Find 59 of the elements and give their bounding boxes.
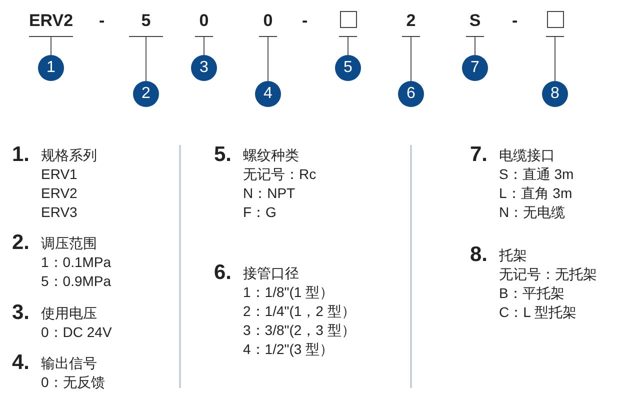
leader-line xyxy=(410,36,412,82)
callout-number: 1 xyxy=(38,55,64,81)
option-text: ERV2 xyxy=(41,184,78,203)
item-number: 2. xyxy=(12,232,30,254)
option-text: 无记号：无托架 xyxy=(499,265,597,284)
option-text: 1：1/8"(1 型） xyxy=(243,283,334,302)
code-text: ERV2 xyxy=(28,10,74,32)
callout-number: 4 xyxy=(255,81,281,107)
item-number: 5. xyxy=(214,144,232,166)
item-heading: 电缆接口 xyxy=(499,146,555,165)
option-text: 5：0.9MPa xyxy=(41,272,112,291)
option-text: 3：3/8"(2，3 型） xyxy=(243,321,356,340)
item-heading: 规格系列 xyxy=(41,146,97,165)
option-text: S：直通 3m xyxy=(499,165,574,184)
code-text: S xyxy=(469,10,481,32)
callout-number: 2 xyxy=(133,81,159,107)
separator-dash: - xyxy=(99,10,105,32)
callout-number: 7 xyxy=(462,55,488,81)
item-heading: 输出信号 xyxy=(41,354,97,373)
item-heading: 调压范围 xyxy=(41,234,97,253)
option-text: N：NPT xyxy=(243,184,296,203)
item-heading: 接管口径 xyxy=(243,264,299,283)
callout-number: 3 xyxy=(191,55,217,81)
code-text: 0 xyxy=(263,10,273,32)
option-text: L：直角 3m xyxy=(499,184,572,203)
leader-line xyxy=(554,36,556,82)
separator-dash: - xyxy=(512,10,518,32)
separator-dash: - xyxy=(302,10,308,32)
option-text: B：平托架 xyxy=(499,284,564,303)
code-segment xyxy=(546,10,564,37)
option-text: 无记号：Rc xyxy=(243,165,316,184)
option-text: 2：1/4"(1，2 型） xyxy=(243,302,356,321)
option-text: 0：DC 24V xyxy=(41,323,112,342)
item-number: 1. xyxy=(12,144,30,166)
option-text: C：L 型托架 xyxy=(499,303,576,322)
item-number: 4. xyxy=(12,352,30,374)
item-heading: 螺纹种类 xyxy=(243,146,299,165)
callout-number: 8 xyxy=(542,81,568,107)
option-text: 4：1/2"(3 型） xyxy=(243,340,334,359)
code-text: 2 xyxy=(406,10,416,32)
option-text: 0：无反馈 xyxy=(41,373,105,392)
option-text: 1：0.1MPa xyxy=(41,253,112,272)
option-text: F：G xyxy=(243,203,276,222)
option-text: ERV3 xyxy=(41,203,78,222)
item-heading: 托架 xyxy=(499,246,527,265)
item-heading: 使用电压 xyxy=(41,304,97,323)
callout-number: 6 xyxy=(398,81,424,107)
item-number: 3. xyxy=(12,302,30,324)
item-number: 7. xyxy=(470,144,488,166)
option-text: N：无电缆 xyxy=(499,203,566,222)
code-text: 0 xyxy=(199,10,209,32)
code-segment xyxy=(339,10,357,37)
leader-line xyxy=(474,36,476,56)
item-number: 8. xyxy=(470,244,488,266)
code-text: 5 xyxy=(141,10,151,32)
item-number: 6. xyxy=(214,262,232,284)
option-text: ERV1 xyxy=(41,165,78,184)
callout-number: 5 xyxy=(335,55,361,81)
leader-line xyxy=(50,36,52,56)
